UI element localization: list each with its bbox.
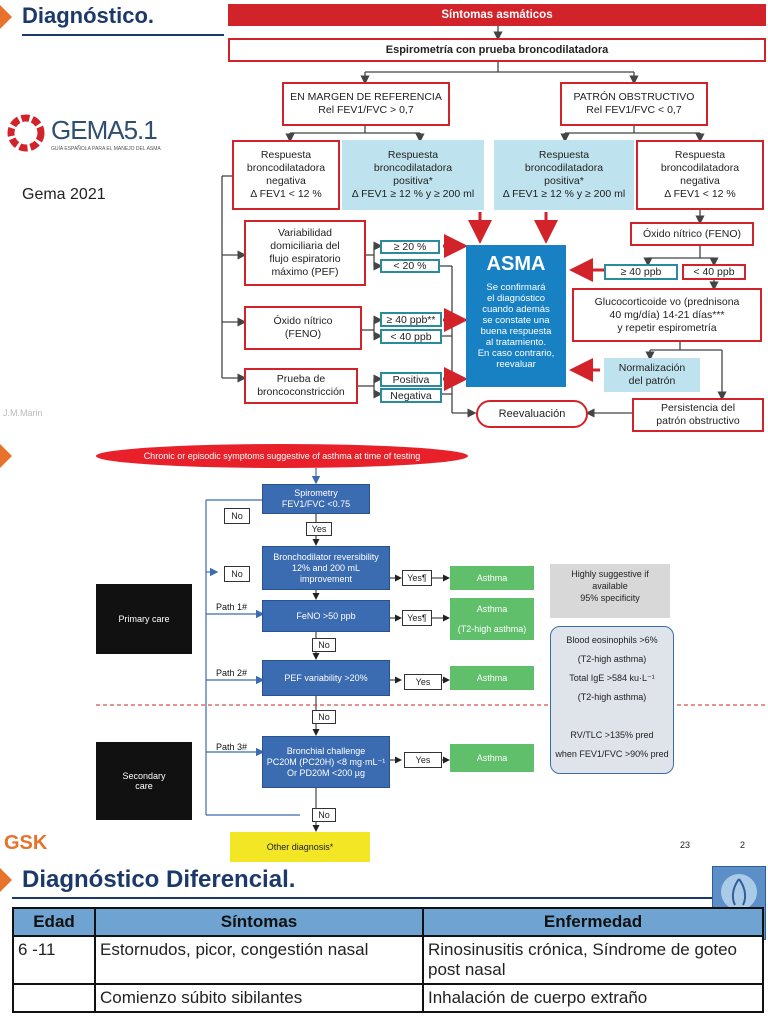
flow2-yes5: Yes (404, 752, 442, 768)
flow2-yes2: Yes¶ (402, 570, 432, 586)
flow2-asthma2: Asthma (T2-high asthma) (450, 598, 534, 640)
table-cell: Comienzo súbito sibilantes (94, 983, 424, 1013)
table-row: 6 -11 Estornudos, picor, congestión nasa… (12, 935, 764, 985)
flow1-normal-box: Normalización del patrón (604, 358, 700, 392)
gema-logo-icon (7, 114, 45, 152)
flow2-path1: Path 1# (216, 602, 248, 612)
table-cell: Rinosinusitis crónica, Síndrome de goteo… (422, 935, 764, 985)
flow2-no3: No (312, 638, 336, 652)
table-cell: Inhalación de cuerpo extraño (422, 983, 764, 1013)
diff-table: Edad Síntomas Enfermedad 6 -11 Estornudo… (12, 907, 764, 1013)
table-cell: Estornudos, picor, congestión nasal (94, 935, 424, 985)
orange-arrow-icon (0, 868, 12, 892)
flow2-path3: Path 3# (216, 742, 248, 752)
orange-arrow-icon (0, 5, 12, 29)
flow2-asthma1: Asthma (450, 566, 534, 590)
flow2-yes3: Yes¶ (402, 610, 432, 626)
col-sintomas: Síntomas (94, 907, 424, 937)
flow2-no5: No (312, 808, 336, 822)
page-fragment: 23 (680, 840, 691, 850)
table-cell: 6 -11 (12, 935, 96, 985)
flow1-asma-box: ASMA Se confirmará el diagnóstico cuando… (466, 245, 566, 387)
flow1-r-lo: < 40 ppb (682, 264, 746, 280)
orange-arrow-icon (0, 444, 12, 468)
flow1-br-neg: Negativa (380, 388, 442, 403)
flow2-bronch: Bronchodilator reversibility 12% and 200… (262, 546, 390, 590)
flow2-secondary-care: Secondary care (96, 742, 192, 820)
page-number: 2 (740, 840, 746, 850)
flow1-var-hi: ≥ 20 % (380, 240, 440, 254)
flow1-asma-title: ASMA (486, 253, 546, 275)
section2-title: Diagnóstico Diferencial. (22, 866, 296, 893)
table-header-row: Edad Síntomas Enfermedad (12, 907, 764, 937)
flow2-highly: Highly suggestive if available 95% speci… (550, 564, 670, 618)
flow1-right-branch: PATRÓN OBSTRUCTIVO Rel FEV1/FVC < 0,7 (560, 82, 708, 126)
flow2-yes1: Yes (306, 522, 332, 536)
flow1-resp-pos-right: Respuesta broncodilatadora positiva* Δ F… (494, 140, 634, 210)
gema-year-label: Gema 2021 (22, 186, 106, 203)
flow2-asthma4: Asthma (450, 744, 534, 772)
flow1-br-pos: Positiva (380, 372, 442, 387)
flow1-persist-box: Persistencia del patrón obstructivo (632, 398, 764, 432)
flow1-resp-neg-right: Respuesta broncodilatadora negativa Δ FE… (636, 140, 764, 210)
flow2-no4: No (312, 710, 336, 724)
gsk-logo: GSK (4, 832, 48, 854)
flow1-gluco-box: Glucocorticoide vo (prednisona 40 mg/día… (572, 288, 762, 342)
flow2-yes4: Yes (404, 674, 442, 690)
flow2-spiro: Spirometry FEV1/FVC <0.75 (262, 484, 370, 514)
flow1-connectors (221, 26, 727, 418)
flow2-banner: Chronic or episodic symptoms suggestive … (96, 444, 468, 468)
flow1-ox-lo: < 40 ppb (380, 329, 442, 344)
flow1-oxide-right-box: Óxido nítrico (FENO) (630, 222, 754, 246)
page-title: Diagnóstico. (22, 3, 155, 28)
col-enfermedad: Enfermedad (422, 907, 764, 937)
watermark: J.M.Marin (3, 408, 43, 418)
col-edad: Edad (12, 907, 96, 937)
table-row: Comienzo súbito sibilantes Inhalación de… (12, 983, 764, 1013)
gema-logo: GEMA5.1 GUÍA ESPAÑOLA PARA EL MANEJO DEL… (6, 113, 166, 163)
flow1-oxide-left-box: Óxido nítrico (FENO) (244, 306, 362, 350)
flow1-asma-text: Se confirmará el diagnóstico cuando adem… (477, 282, 555, 370)
table-cell (12, 983, 96, 1013)
flow2-path2: Path 2# (216, 668, 248, 678)
flow2-feno: FeNO >50 ppb (262, 600, 390, 632)
flow1-top-box: Síntomas asmáticos (228, 4, 766, 26)
gema-logo-text: GEMA5.1 (51, 115, 158, 145)
flow2-pef: PEF variability >20% (262, 660, 390, 696)
flow1-var-lo: < 20 % (380, 259, 440, 273)
flow1-variability-box: Variabilidad domiciliaria del flujo espi… (244, 220, 366, 286)
flow1-resp-neg-left: Respuesta broncodilatadora negativa Δ FE… (232, 140, 340, 210)
flow1-ox-hi: ≥ 40 ppb** (380, 312, 442, 327)
flow1-resp-pos-left: Respuesta broncodilatadora positiva* Δ F… (342, 140, 484, 210)
flow1-spiro-box: Espirometría con prueba broncodilatadora (228, 38, 766, 62)
flow2-asthma3: Asthma (450, 666, 534, 690)
flow2-blood: Blood eosinophils >6% (T2-high asthma) T… (550, 626, 674, 774)
flow2-other: Other diagnosis* (230, 832, 370, 862)
title-underline (22, 34, 224, 36)
flow2-no1: No (224, 508, 250, 524)
flow2-no2: No (224, 566, 250, 582)
section2-underline (12, 897, 712, 899)
flow1-bronco-box: Prueba de broncoconstricción (244, 368, 358, 404)
flow1-r-hi: ≥ 40 ppb (604, 264, 678, 280)
flow2-challenge: Bronchial challenge PC20M (PC20H) <8 mg·… (262, 736, 390, 788)
gema-logo-sub: GUÍA ESPAÑOLA PARA EL MANEJO DEL ASMA (51, 146, 161, 152)
flow1-reeval-box: Reevaluación (476, 400, 588, 428)
flow2-primary-care: Primary care (96, 584, 192, 654)
flow1-left-branch: EN MARGEN DE REFERENCIA Rel FEV1/FVC > 0… (282, 82, 450, 126)
